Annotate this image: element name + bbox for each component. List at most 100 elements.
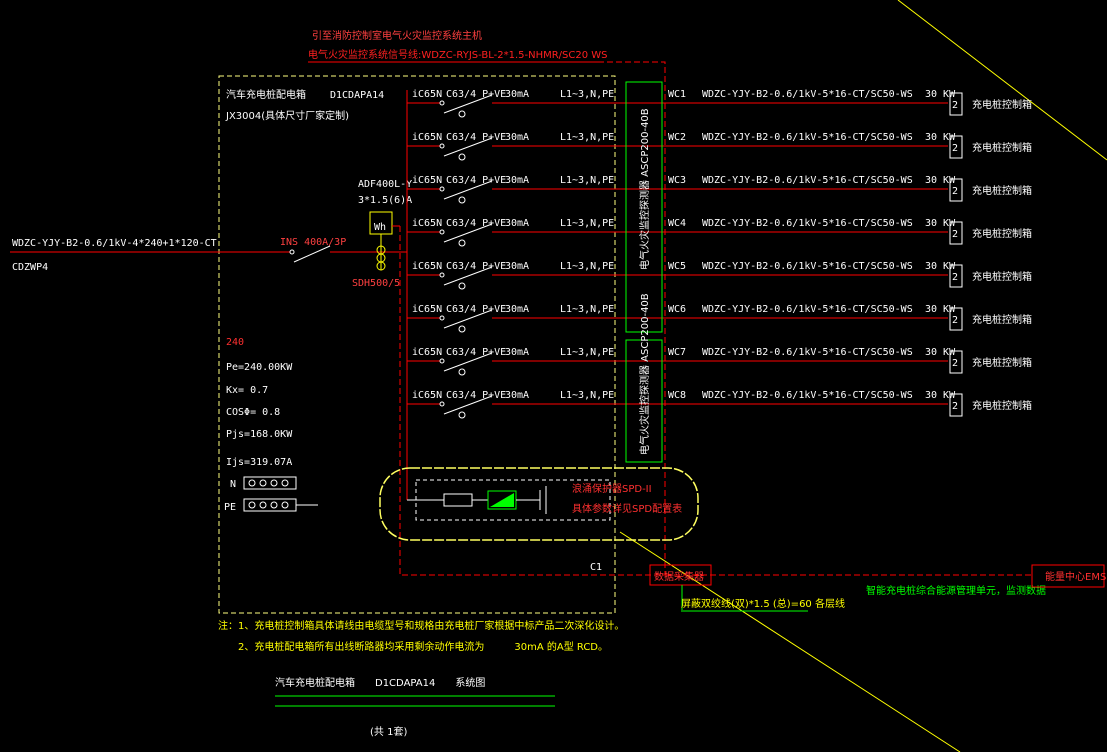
circuit-cable: WDZC-YJY-B2-0.6/1kV-5*16-CT/SC50-WS (702, 261, 913, 272)
pe-bar-terminal (270, 501, 278, 509)
circuit-phase: L1~3,N,PE (560, 89, 614, 100)
circuit-breaker-type: iC65N (412, 89, 442, 100)
circuit-phase: L1~3,N,PE (560, 175, 614, 186)
breaker-blade (443, 266, 493, 286)
ems-box (1031, 564, 1105, 588)
circuit-load: 充电桩控制箱 (972, 356, 1032, 369)
distribution-box-outline (218, 75, 616, 614)
circuit-cable: WDZC-YJY-B2-0.6/1kV-5*16-CT/SC50-WS (702, 175, 913, 186)
meter-symbol: Wh (374, 222, 386, 233)
circuit-phase: L1~3,N,PE (560, 390, 614, 401)
spd-fuse (443, 493, 473, 507)
header-line2: 电气火灾监控系统信号线:WDZC-RYJS-BL-2*1.5-NHMR/SC20… (308, 48, 608, 61)
incoming-source: CDZWP4 (12, 262, 48, 273)
rcd-symbol (458, 282, 466, 290)
breaker-blade (443, 180, 493, 200)
incoming-breaker-contact (289, 249, 295, 255)
circuit-rcd: 30mA (505, 347, 529, 358)
circuit-id: WC1 (668, 89, 686, 100)
monitor-module-2 (625, 339, 663, 463)
load-symbol-box (949, 393, 963, 417)
circuit-power: 30 KW (925, 261, 956, 272)
circuit-breaker-type: iC65N (412, 218, 442, 229)
breaker-contact (439, 143, 445, 149)
param-cos: COSΦ= 0.8 (226, 407, 280, 418)
circuit-load: 充电桩控制箱 (972, 227, 1032, 240)
circuit-load: 充电桩控制箱 (972, 141, 1032, 154)
circuit-rcd: 30mA (505, 304, 529, 315)
circuit-cable: WDZC-YJY-B2-0.6/1kV-5*16-CT/SC50-WS (702, 132, 913, 143)
breaker-blade (443, 223, 493, 243)
load-symbol-box (949, 92, 963, 116)
monitor-module-1 (625, 81, 663, 333)
breaker-blade (443, 395, 493, 415)
load-symbol-box (949, 178, 963, 202)
rcd-symbol (458, 368, 466, 376)
meter-model: ADF400L-Y (358, 179, 412, 190)
n-bar (243, 476, 297, 490)
param-kx: Kx= 0.7 (226, 385, 268, 396)
circuit-breaker-type: iC65N (412, 304, 442, 315)
circuit-id: WC6 (668, 304, 686, 315)
breaker-blade (443, 94, 493, 114)
circuit-rcd: 30mA (505, 390, 529, 401)
spd-device-mark (490, 493, 514, 507)
diagonal-guide-bottom (619, 531, 961, 752)
breaker-contact (439, 186, 445, 192)
circuit-breaker-type: iC65N (412, 132, 442, 143)
note-line2: 2、充电桩配电箱所有出线断路器均采用剩余动作电流为 30mA 的A型 RCD。 (238, 640, 608, 653)
load-symbol-box (949, 135, 963, 159)
circuit-breaker-type: iC65N (412, 261, 442, 272)
incoming-cable: WDZC-YJY-B2-0.6/1kV-4*240+1*120-CT (12, 238, 217, 249)
circuit-cable: WDZC-YJY-B2-0.6/1kV-5*16-CT/SC50-WS (702, 390, 913, 401)
spd-label-2: 具体参数详见SPD配置表 (572, 502, 682, 515)
spd-cloud (379, 467, 699, 541)
circuit-rcd: 30mA (505, 261, 529, 272)
circuit-id: WC7 (668, 347, 686, 358)
breaker-contact (439, 100, 445, 106)
note-line1: 注：1、充电桩控制箱具体请线由电缆型号和规格由充电桩厂家根据中标产品二次深化设计… (218, 619, 624, 632)
n-bar-terminal (259, 479, 267, 487)
incoming-breaker-blade (293, 245, 331, 263)
circuit-cable: WDZC-YJY-B2-0.6/1kV-5*16-CT/SC50-WS (702, 347, 913, 358)
load-symbol: 2 (952, 186, 958, 197)
ems-label: 能量中心EMS (1045, 570, 1106, 583)
power-label: 240 (226, 337, 244, 348)
circuit-breaker-rating: C63/4 P+VE (446, 218, 506, 229)
meter-spec: 3*1.5(6)A (358, 195, 412, 206)
load-symbol: 2 (952, 143, 958, 154)
circuit-breaker-rating: C63/4 P+VE (446, 347, 506, 358)
box-code: D1CDAPA14 (330, 90, 384, 101)
circuit-power: 30 KW (925, 218, 956, 229)
data-collector-box (649, 564, 712, 586)
rcd-symbol (458, 196, 466, 204)
rcd-symbol (458, 411, 466, 419)
diagonal-guide-top (897, 0, 1107, 161)
circuit-load: 充电桩控制箱 (972, 399, 1032, 412)
breaker-blade (443, 137, 493, 157)
circuit-breaker-rating: C63/4 P+VE (446, 89, 506, 100)
n-bar-terminal (248, 479, 256, 487)
circuit-power: 30 KW (925, 304, 956, 315)
pe-bar-label: PE (224, 502, 236, 513)
pe-bar-terminal (248, 501, 256, 509)
circuit-id: WC5 (668, 261, 686, 272)
box-model: JX3004(具体尺寸厂家定制) (225, 109, 349, 122)
circuit-rcd: 30mA (505, 89, 529, 100)
circuit-load: 充电桩控制箱 (972, 313, 1032, 326)
circuit-load: 充电桩控制箱 (972, 184, 1032, 197)
meter-ct: SDH500/5 (352, 278, 400, 289)
breaker-blade (443, 352, 493, 372)
circuit-cable: WDZC-YJY-B2-0.6/1kV-5*16-CT/SC50-WS (702, 304, 913, 315)
rcd-symbol (458, 325, 466, 333)
circuit-breaker-type: iC65N (412, 347, 442, 358)
n-bar-terminal (270, 479, 278, 487)
circuit-phase: L1~3,N,PE (560, 347, 614, 358)
c1-label: C1 (590, 562, 602, 573)
pe-bar-terminal (281, 501, 289, 509)
breaker-blade (443, 309, 493, 329)
circuit-breaker-rating: C63/4 P+VE (446, 175, 506, 186)
load-symbol-box (949, 221, 963, 245)
circuit-breaker-rating: C63/4 P+VE (446, 390, 506, 401)
circuit-phase: L1~3,N,PE (560, 304, 614, 315)
